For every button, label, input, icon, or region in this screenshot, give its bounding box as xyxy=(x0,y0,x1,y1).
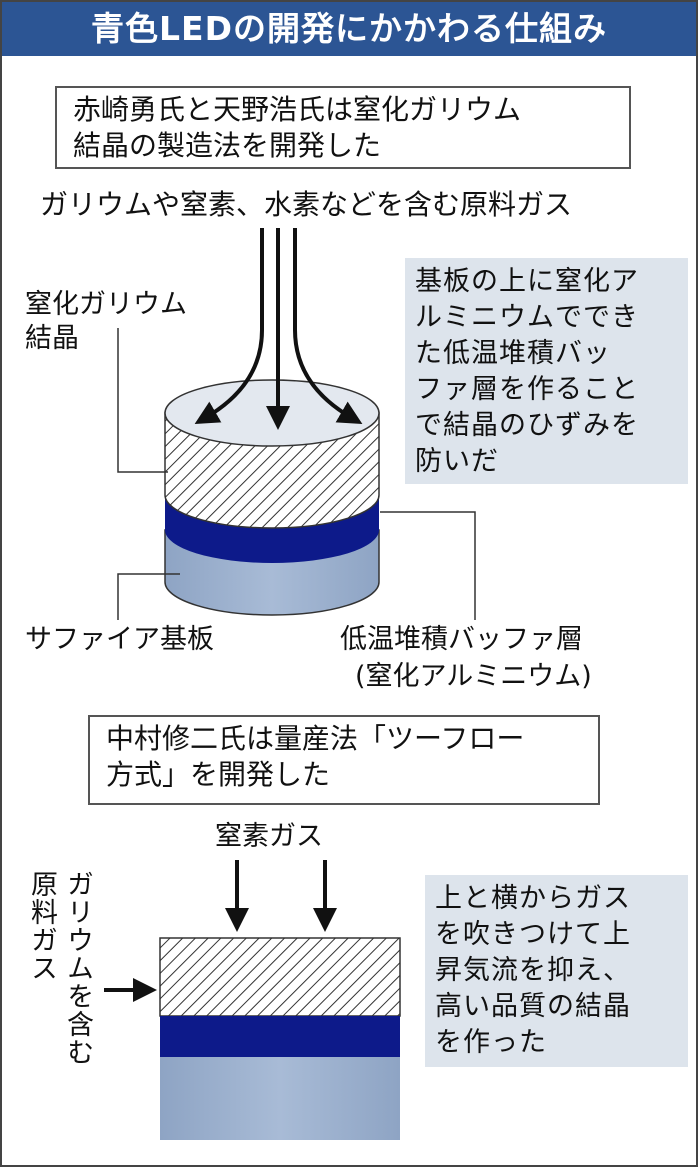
label-line: 窒化ガリウム xyxy=(25,289,187,320)
gan-crystal-label: 窒化ガリウム 結晶 xyxy=(25,288,187,356)
caption-line: 赤崎勇氏と天野浩氏は窒化ガリウム xyxy=(73,93,522,126)
source-gas-label: ガリウムや窒素、水素などを含む原料ガス xyxy=(40,188,573,221)
substrate-layer-2 xyxy=(160,1057,400,1140)
buffer-layer-2 xyxy=(160,1016,400,1057)
callout-line: で結晶のひずみを xyxy=(415,410,639,441)
akasaki-amano-caption: 赤崎勇氏と天野浩氏は窒化ガリウム 結晶の製造法を開発した xyxy=(55,86,631,169)
callout-line: を吹きつけて上 xyxy=(435,919,631,950)
callout-line: た低温堆積バッ xyxy=(415,338,611,369)
sapphire-substrate-label: サファイア基板 xyxy=(25,624,214,655)
buffer-layer-callout: 基板の上に窒化ア ルミニウムででき た低温堆積バッ ファ層を作ること で結晶のひ… xyxy=(405,258,688,484)
leader-lines xyxy=(117,328,476,620)
nakamura-caption: 中村修二氏は量産法「ツーフロー 方式」を開発した xyxy=(88,715,600,805)
callout-line: 基板の上に窒化ア xyxy=(415,266,639,297)
caption-line: 中村修二氏は量産法「ツーフロー xyxy=(106,722,525,755)
callout-line: 防いだ xyxy=(415,446,499,477)
gas-flow-arrows xyxy=(194,228,363,430)
buffer-layer-material-label: (窒化アルミニウム) xyxy=(355,661,592,692)
raw-gas-gallium-label: ガリウムを含む xyxy=(62,870,93,1066)
gan-crystal-layer-2 xyxy=(159,937,401,1017)
two-flow-block xyxy=(159,937,401,1140)
nitrogen-gas-label: 窒素ガス xyxy=(215,821,323,852)
caption-line: 結晶の製造法を開発した xyxy=(73,129,382,162)
callout-line: を作った xyxy=(435,1027,547,1058)
crystal-cylinder xyxy=(164,379,380,616)
callout-line: 上と横からガス xyxy=(435,883,631,914)
caption-line: 方式」を開発した xyxy=(106,758,331,791)
raw-gas-label: 原料ガス xyxy=(26,870,57,982)
label-line: 結晶 xyxy=(25,323,79,354)
callout-line: ルミニウムででき xyxy=(415,302,639,333)
two-flow-callout: 上と横からガス を吹きつけて上 昇気流を抑え、 高い品質の結晶 を作った xyxy=(425,875,688,1067)
page-title: 青色LEDの開発にかかわる仕組み xyxy=(2,2,696,56)
callout-line: ファ層を作ること xyxy=(415,374,639,405)
buffer-layer-label: 低温堆積バッファ層 xyxy=(340,624,583,655)
nitrogen-arrows xyxy=(104,860,337,1002)
callout-line: 高い品質の結晶 xyxy=(435,991,631,1022)
callout-line: 昇気流を抑え、 xyxy=(435,955,631,986)
